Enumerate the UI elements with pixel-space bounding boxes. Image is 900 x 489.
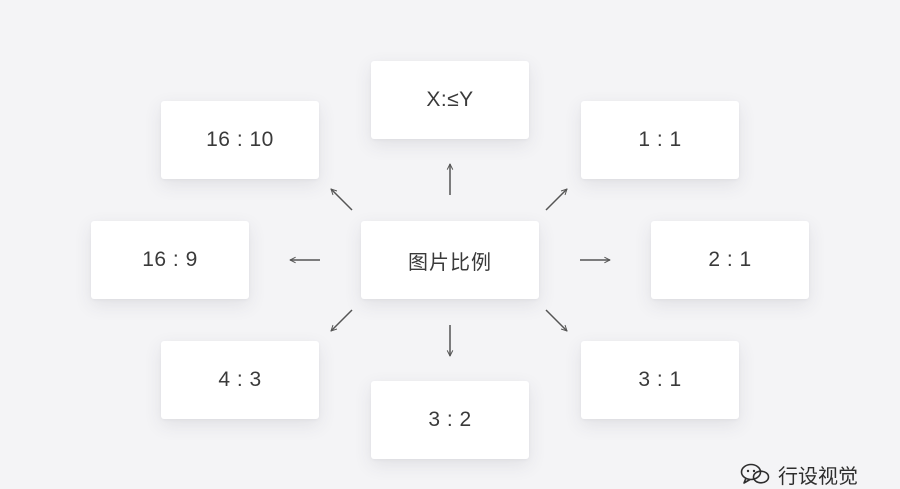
- node-bottom: 3 : 2: [371, 381, 529, 459]
- node-bottom-left-label: 4 : 3: [218, 368, 262, 391]
- node-left-label: 16 : 9: [142, 248, 198, 271]
- node-top: X:≤Y: [371, 61, 529, 139]
- arrow-down-right: [545, 309, 567, 331]
- node-bottom-left: 4 : 3: [161, 341, 319, 419]
- node-top-label: X:≤Y: [426, 88, 474, 111]
- node-right-label: 2 : 1: [708, 248, 752, 271]
- watermark-text: 行设视觉: [778, 463, 858, 488]
- node-top-left: 16 : 10: [161, 101, 319, 179]
- arrow-down-left: [331, 309, 353, 331]
- arrow-up-left: [331, 189, 353, 211]
- node-top-right-label: 1 : 1: [638, 128, 682, 151]
- node-top-left-label: 16 : 10: [206, 128, 274, 151]
- node-bottom-label: 3 : 2: [428, 408, 472, 431]
- node-top-right: 1 : 1: [581, 101, 739, 179]
- wechat-icon: [740, 463, 770, 484]
- node-right: 2 : 1: [651, 221, 809, 299]
- node-left: 16 : 9: [91, 221, 249, 299]
- node-bottom-right-label: 3 : 1: [638, 368, 682, 391]
- arrow-up-right: [545, 189, 567, 211]
- node-center: 图片比例: [361, 221, 539, 299]
- node-center-label: 图片比例: [408, 249, 492, 274]
- node-bottom-right: 3 : 1: [581, 341, 739, 419]
- watermark: 行设视觉: [740, 462, 858, 488]
